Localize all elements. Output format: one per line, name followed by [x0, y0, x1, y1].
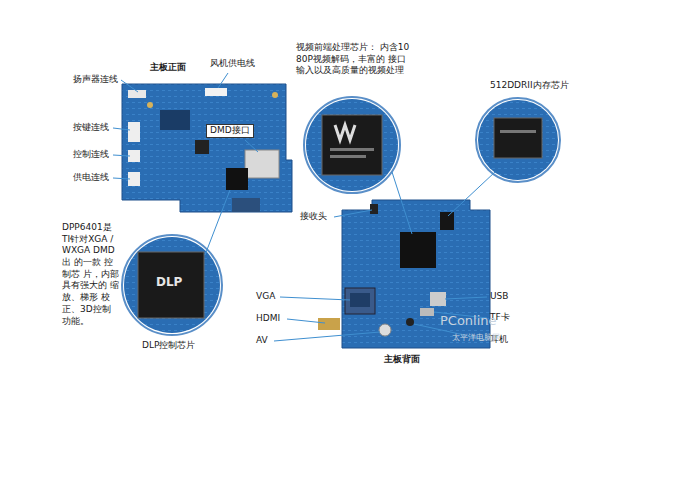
part-label: 512DDRII内存芯片 — [490, 80, 569, 92]
part-label: 接收头 — [300, 211, 327, 223]
chip-marking: DLP — [156, 275, 182, 291]
port-label: VGA — [256, 291, 275, 303]
part-label: 风机供电线 — [210, 58, 255, 70]
part-label: DLP控制芯片 — [142, 340, 195, 352]
watermark: PConline — [440, 313, 497, 330]
watermark: 太平洋电脑网 — [452, 333, 500, 343]
leader-lines — [113, 73, 495, 341]
part-label: 按键连线 — [73, 122, 109, 134]
note: 视频前端处理芯片： 内含1080P视频解码，丰富的 接口输入以及高质量的视频处理 — [296, 42, 414, 77]
board-title: 主板背面 — [384, 354, 420, 366]
zoom-ddr-chip — [476, 98, 560, 182]
note: DPP6401是 TI针对XGA /WXGA DMD出 的一款 控制芯 片，内部… — [62, 222, 119, 327]
port-label: AV — [256, 335, 268, 347]
port-label: HDMI — [256, 313, 280, 325]
zoom-video-chip — [304, 97, 400, 193]
part-label: DMD接口 — [206, 124, 254, 138]
part-label: 控制连线 — [73, 149, 109, 161]
port-label: USB — [490, 291, 508, 303]
part-label: 扬声器连线 — [73, 74, 118, 86]
zoom-dlp-chip — [120, 233, 224, 337]
part-label: 供电连线 — [73, 172, 109, 184]
front-board — [122, 84, 292, 212]
board-title: 主板正面 — [150, 62, 186, 74]
